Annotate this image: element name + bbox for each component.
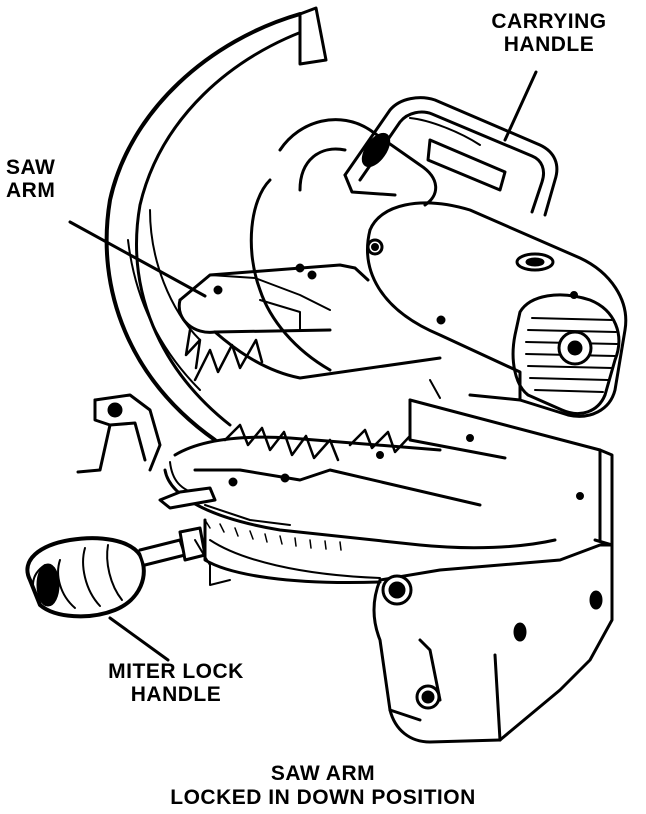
miter-lock-label-line-2: HANDLE bbox=[130, 683, 222, 706]
saw-arm bbox=[177, 263, 446, 380]
carrying-handle bbox=[343, 96, 559, 217]
carrying-handle-label: CARRYING HANDLE bbox=[478, 10, 620, 56]
miter-lock-label-line-1: MITER LOCK bbox=[108, 660, 244, 683]
carrying-handle-label-line-1: CARRYING bbox=[491, 10, 607, 33]
carrying-handle-label-line-2: HANDLE bbox=[503, 33, 595, 56]
figure-caption: SAW ARM LOCKED IN DOWN POSITION bbox=[0, 762, 646, 810]
saw-arm-label-line-1: SAW bbox=[6, 156, 56, 179]
miter-lock-handle-label: MITER LOCK HANDLE bbox=[96, 660, 256, 706]
caption-line-2: LOCKED IN DOWN POSITION bbox=[170, 786, 476, 809]
caption-line-1: SAW ARM bbox=[270, 762, 376, 785]
motor-end-cap bbox=[366, 201, 628, 418]
fence bbox=[408, 379, 614, 547]
saw-arm-label: SAW ARM bbox=[6, 156, 55, 202]
base-left bbox=[76, 393, 162, 474]
saw-arm-label-line-2: ARM bbox=[6, 179, 56, 202]
turntable bbox=[158, 435, 557, 585]
callout-leaders bbox=[68, 70, 538, 662]
motor-housing bbox=[249, 118, 438, 372]
miter-lock-handle bbox=[25, 526, 231, 619]
base bbox=[372, 543, 614, 744]
blade-guard bbox=[104, 6, 328, 442]
